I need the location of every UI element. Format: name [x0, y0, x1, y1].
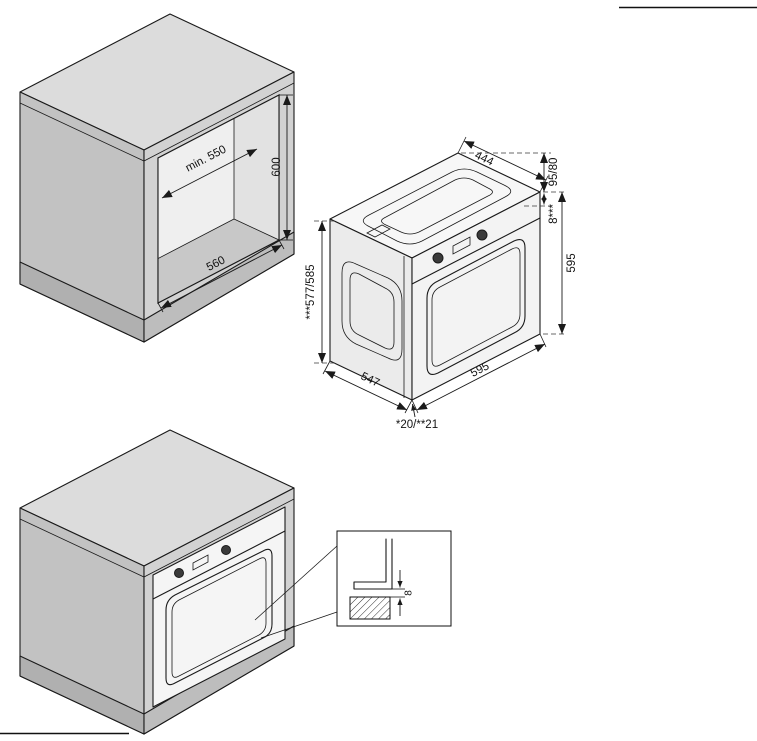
dim-oven-body-height: ***577/585 [305, 220, 336, 364]
dim-oven-overhang: *20/**21 [396, 403, 438, 431]
oven-body-height-label: ***577/585 [305, 265, 317, 320]
cabinet-panel-section [349, 596, 391, 620]
niche-cutout-diagram: min. 550 560 600 [19, 13, 295, 343]
oven-dimensions-diagram: 444 95/80 8*** 595 ***577/585 [305, 136, 578, 431]
oven-knob-left [432, 252, 444, 264]
oven-side-panel-inner [349, 272, 395, 350]
dim-oven-top-gap: 8*** [524, 193, 560, 224]
oven-frame-section [353, 538, 393, 590]
installed-display [192, 554, 209, 571]
installed-door-glass-inner [171, 557, 267, 678]
detail-gap-label: 8 [404, 590, 415, 596]
detail-leader-lines [254, 545, 338, 639]
installed-knob-left [174, 568, 184, 578]
oven-top-recess-outer [362, 168, 512, 245]
control-strip-line [411, 217, 541, 285]
oven-panel-height-label: 95/80 [548, 158, 560, 187]
worktop-edge-line [19, 82, 295, 162]
installed-door-glass [165, 548, 273, 686]
niche-height-label: 600 [271, 157, 283, 176]
dim-oven-panel-height: 95/80 [461, 152, 560, 192]
installed-control-strip [152, 530, 286, 600]
oven-display [452, 236, 471, 255]
oven-top-gap-label: 8*** [548, 204, 560, 224]
detail-gap-diagram: 8 [336, 530, 452, 627]
installed-knob-right [221, 545, 231, 555]
oven-overhang-label: *20/**21 [396, 419, 438, 431]
dim-oven-width: 595 [411, 333, 547, 414]
oven-door-glass [426, 239, 526, 375]
oven-height-label: 595 [566, 253, 578, 272]
dim-oven-height: 595 [543, 191, 578, 335]
cabinet2-worktop-edge-line [19, 498, 295, 578]
oven-top-plate [366, 224, 391, 238]
oven-side-panel-outer [341, 261, 403, 361]
oven-top-recess-inner [381, 177, 493, 235]
cabinet-installed-diagram [19, 429, 295, 735]
dim-detail-gap: 8 [397, 570, 415, 616]
oven-door-glass-inner [431, 247, 521, 367]
oven-knob-right [476, 229, 488, 241]
dim-niche-height: 600 [271, 94, 293, 241]
